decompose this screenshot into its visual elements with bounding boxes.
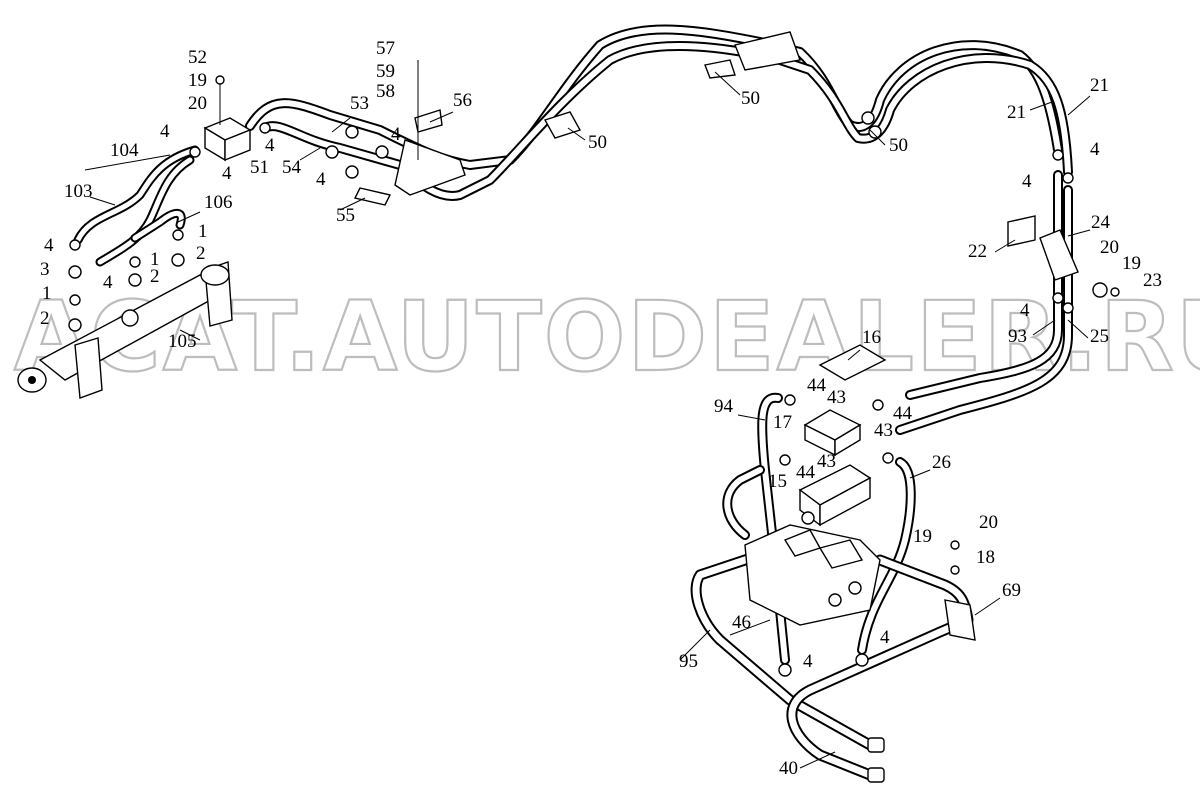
callout-label-c52: 52 — [188, 47, 207, 68]
bracket-50-top — [543, 31, 801, 139]
callout-label-c69: 69 — [1002, 580, 1021, 601]
callout-label-c4j: 4 — [1020, 300, 1030, 321]
callout-label-c18: 18 — [976, 547, 995, 568]
callout-label-c57: 57 — [376, 38, 395, 59]
pipe-lower-hoses — [722, 392, 916, 665]
callout-label-c2a: 2 — [196, 243, 206, 264]
valve-15 — [798, 464, 872, 527]
callout-label-c105: 105 — [168, 331, 197, 352]
callout-label-c16: 16 — [862, 327, 881, 348]
callout-label-c1c: 1 — [42, 283, 52, 304]
callout-label-c4e: 4 — [103, 272, 113, 293]
callout-label-c19c: 19 — [913, 526, 932, 547]
callout-label-c54: 54 — [282, 157, 302, 178]
callout-label-c4i: 4 — [1022, 171, 1032, 192]
callout-label-c3: 3 — [40, 259, 50, 280]
callout-label-c20b: 20 — [1100, 237, 1119, 258]
callout-label-c19a: 19 — [188, 70, 207, 91]
callout-label-c51: 51 — [250, 157, 269, 178]
callout-label-c44a: 44 — [807, 375, 827, 396]
callout-label-c43b: 43 — [874, 420, 893, 441]
callout-label-c56: 56 — [453, 90, 472, 111]
valve-block-51 — [203, 75, 252, 162]
callout-label-c4a: 4 — [160, 121, 170, 142]
callout-label-c23: 23 — [1143, 270, 1162, 291]
callout-label-c95: 95 — [679, 651, 698, 672]
callout-label-c103: 103 — [64, 181, 93, 202]
callout-label-c59: 59 — [376, 61, 395, 82]
callout-label-c19b: 19 — [1122, 253, 1141, 274]
leader-lines — [84, 71, 1091, 769]
callout-label-c1a: 1 — [198, 221, 208, 242]
bracket-56-55 — [353, 60, 466, 206]
callout-label-c21a: 21 — [1090, 75, 1109, 96]
callout-label-c53: 53 — [350, 93, 369, 114]
callout-label-c4k: 4 — [880, 627, 890, 648]
callout-label-c25: 25 — [1090, 326, 1109, 347]
callout-label-c104: 104 — [110, 140, 139, 161]
callout-label-c2b: 2 — [150, 266, 160, 287]
callout-label-c40: 40 — [779, 758, 798, 779]
hydraulic-cylinder-105 — [17, 261, 233, 399]
callout-label-c22: 22 — [968, 241, 987, 262]
callout-label-c50c: 50 — [889, 135, 908, 156]
callout-label-c20c: 20 — [979, 512, 998, 533]
callout-label-c4b: 4 — [265, 135, 275, 156]
callout-label-c94: 94 — [714, 396, 734, 417]
callout-label-c21b: 21 — [1007, 102, 1026, 123]
fittings — [68, 111, 1120, 677]
callout-label-c1b: 1 — [150, 249, 160, 270]
callout-label-c93: 93 — [1008, 326, 1027, 347]
callout-label-c17: 17 — [773, 412, 792, 433]
clamp-24 — [1007, 215, 1079, 281]
pipe-right-vertical — [895, 170, 1073, 435]
pipe-left-hoses — [73, 145, 200, 267]
callout-label-c24: 24 — [1091, 212, 1111, 233]
callout-label-c15: 15 — [768, 471, 787, 492]
callout-label-c43a: 43 — [827, 387, 846, 408]
callout-label-c55: 55 — [336, 205, 355, 226]
callout-label-c4g: 4 — [316, 169, 326, 190]
callout-label-c2c: 2 — [40, 308, 50, 329]
callout-label-c50a: 50 — [741, 88, 760, 109]
callout-label-c50b: 50 — [588, 132, 607, 153]
callout-label-c4h: 4 — [1090, 139, 1100, 160]
callout-label-c4c: 4 — [222, 163, 232, 184]
tube-ends-40 — [867, 737, 885, 783]
callout-label-c44b: 44 — [893, 403, 913, 424]
callout-label-c20a: 20 — [188, 93, 207, 114]
callout-label-c106: 106 — [204, 192, 233, 213]
pump-housing — [744, 524, 976, 641]
callout-label-c4d: 4 — [44, 235, 54, 256]
distribution-block-17 — [803, 344, 887, 457]
callout-label-c4l: 4 — [803, 651, 813, 672]
callout-label-c58: 58 — [376, 81, 395, 102]
callout-label-c46: 46 — [732, 612, 751, 633]
callout-label-c43c: 43 — [817, 451, 836, 472]
pipe-bottom-tubes — [690, 549, 974, 781]
callout-label-c44c: 44 — [796, 462, 816, 483]
callout-label-c4f: 4 — [391, 124, 401, 145]
callout-label-c26: 26 — [932, 452, 951, 473]
